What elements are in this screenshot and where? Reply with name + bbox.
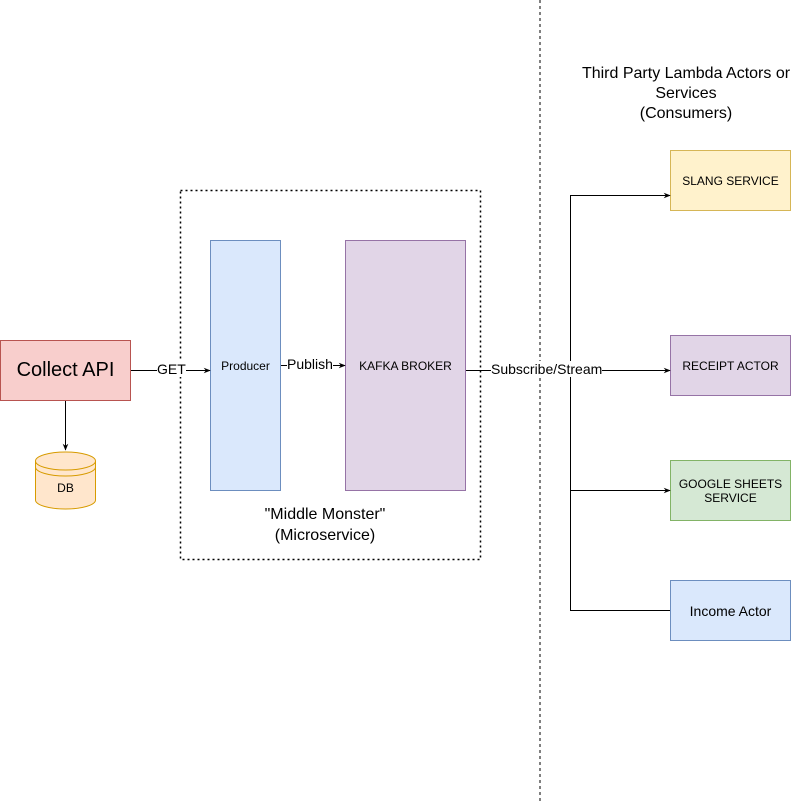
income-actor-box[interactable]	[670, 580, 791, 641]
consumers-heading: Third Party Lambda Actors or Services (C…	[566, 64, 801, 124]
kafka-broker-label: KAFKA BROKER	[359, 358, 452, 373]
consumers-heading-line1: Third Party Lambda Actors or	[581, 65, 791, 82]
income-actor-label: Income Actor	[689, 602, 772, 619]
slang-service-label: SLANG SERVICE	[682, 173, 779, 188]
receipt-actor-box[interactable]	[670, 335, 791, 396]
producer-label: Producer	[221, 358, 270, 373]
kafka-broker-box[interactable]	[345, 240, 466, 491]
receipt-actor-label: RECEIPT ACTOR	[682, 358, 779, 373]
db-cylinder[interactable]	[35, 451, 96, 510]
middle-monster-container	[179, 189, 482, 561]
slang-service-box[interactable]	[670, 150, 791, 211]
get-edge-label: GET	[157, 361, 186, 377]
collect-api-box[interactable]	[0, 340, 131, 401]
google-sheets-service-label: GOOGLE SHEETS SERVICE	[678, 476, 783, 505]
consumers-heading-line3: (Consumers)	[639, 105, 733, 122]
db-label: DB	[57, 481, 74, 495]
middle-monster-title-line2: (Microservice)	[274, 527, 376, 544]
producer-box[interactable]	[210, 240, 281, 491]
collect-api-label: Collect API	[16, 359, 115, 381]
google-sheets-service-box[interactable]	[670, 460, 791, 521]
middle-monster-title-line1: "Middle Monster"	[264, 506, 386, 523]
middle-monster-title: "Middle Monster" (Microservice)	[225, 504, 425, 546]
subscribe-edge-label: Subscribe/Stream	[491, 361, 603, 377]
publish-edge-label: Publish	[287, 356, 333, 372]
consumers-heading-line2: Services	[655, 85, 717, 102]
